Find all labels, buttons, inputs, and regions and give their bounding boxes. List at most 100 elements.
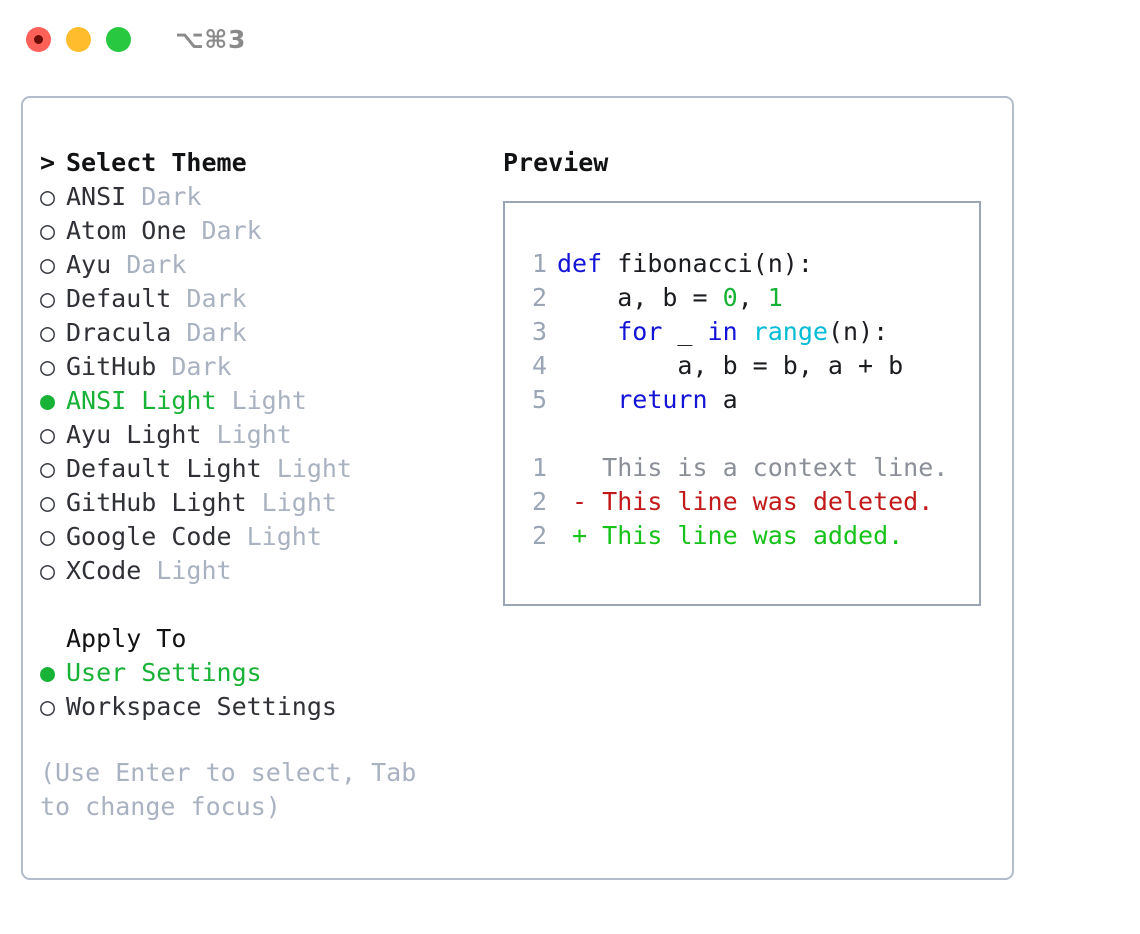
apply-to-option[interactable]: ○ Workspace Settings [40,690,489,724]
theme-variant-label: Dark [111,250,187,279]
diff-marker: + [557,521,588,550]
theme-list-item[interactable]: ○Default Dark [40,282,489,316]
maximize-button-icon[interactable] [106,26,131,52]
theme-variant-label: Light [201,420,292,449]
close-button-icon[interactable] [26,26,51,52]
radio-empty-icon[interactable]: ○ [40,182,56,211]
radio-empty-icon[interactable]: ○ [40,216,56,245]
code-token: a [707,385,738,414]
theme-variant-label: Light [216,386,307,415]
theme-list-item[interactable]: ○XCode Light [40,554,489,588]
code-token: def [557,249,618,278]
theme-name: Default [66,284,172,313]
line-number: 2 [531,487,547,516]
theme-variant-label: Light [141,556,232,585]
theme-variant-label: Light [246,488,337,517]
theme-list-item[interactable]: ○ GitHub Dark [40,350,489,384]
code-token: 1 [767,283,783,312]
apply-to-option-label: Workspace Settings [66,692,337,721]
theme-list-item[interactable]: ○Default Light Light [40,452,489,486]
theme-list-item[interactable]: ○Ayu Dark [40,248,489,282]
code-token: , [737,283,768,312]
code-token [557,385,617,414]
code-token: in [707,317,738,346]
radio-selected-icon[interactable]: ● [40,386,56,415]
theme-variant-label: Dark [171,318,247,347]
radio-empty-icon[interactable]: ○ [40,692,56,721]
diff-marker: - [557,487,588,516]
preview-title: Preview [503,148,609,177]
diff-line: 2 + This line was added. [523,519,979,553]
theme-name: ANSI Light [66,386,217,415]
page-title: Select Theme [66,148,247,177]
radio-empty-icon[interactable]: ○ [40,250,56,279]
theme-list-item[interactable]: ○ Ayu Light Light [40,418,489,452]
radio-empty-icon[interactable]: ○ [40,522,56,551]
theme-name: GitHub [66,352,157,381]
main-panel: >Select Theme ○ANSI Dark○Atom One Dark○A… [21,96,1014,880]
code-line: 3 for _ in range(n): [523,315,979,349]
theme-picker-header: > Select Theme [40,146,489,180]
apply-to-list: ● User Settings ○ Workspace Settings [40,656,489,724]
theme-variant-label: Dark [186,216,262,245]
radio-selected-icon[interactable]: ● [40,658,56,687]
code-token [557,317,617,346]
radio-empty-icon[interactable]: ○ [40,420,56,449]
theme-variant-label: Dark [126,182,202,211]
radio-empty-icon[interactable]: ○ [40,488,56,517]
theme-name: Atom One [66,216,187,245]
apply-to-option[interactable]: ● User Settings [40,656,489,690]
line-number: 3 [531,317,547,346]
line-number: 5 [531,385,547,414]
theme-list-item[interactable]: ○ Atom One Dark [40,214,489,248]
list-gap [40,588,489,622]
theme-variant-label: Dark [156,352,232,381]
radio-empty-icon[interactable]: ○ [40,556,56,585]
code-token: range [752,317,828,346]
code-line: 2 a, b = 0, 1 [523,281,979,315]
radio-empty-icon[interactable]: ○ [40,318,56,347]
apply-to-label: Apply To [66,624,187,653]
theme-variant-label: Light [261,454,352,483]
line-number: 4 [531,351,547,380]
radio-empty-icon[interactable]: ○ [40,454,56,483]
radio-empty-icon[interactable]: ○ [40,284,56,313]
code-diff-gap [523,417,979,451]
code-line: 5 return a [523,383,979,417]
theme-list-item[interactable]: ○ GitHub Light Light [40,486,489,520]
diff-marker [557,453,587,482]
theme-name: GitHub Light [66,488,247,517]
code-line: 4 a, b = b, a + b [523,349,979,383]
diff-text: This line was deleted. [587,487,934,516]
minimize-button-icon[interactable] [66,26,91,52]
apply-to-option-label: User Settings [66,658,262,687]
code-token: 0 [722,283,738,312]
diff-line: 2 - This line was deleted. [523,485,979,519]
code-token: return [617,385,708,414]
diff-line: 1 This is a context line. [523,451,979,485]
diff-text: This is a context line. [587,453,949,482]
recording-indicator-icon [34,34,43,44]
code-token: (n): [827,317,889,346]
diff-sample: 1 This is a context line.2 - This line w… [523,451,979,553]
theme-name: Ayu Light [66,420,202,449]
theme-list: ○ANSI Dark○Atom One Dark○Ayu Dark○Defaul… [40,180,489,588]
caret-icon: > [40,148,56,177]
theme-list-item[interactable]: ○Google Code Light [40,520,489,554]
code-token: for [617,317,663,346]
keyboard-shortcut-label: ⌥⌘3 [175,24,246,54]
theme-name: Dracula [66,318,172,347]
theme-list-item[interactable]: ○ Dracula Dark [40,316,489,350]
diff-text: This line was added. [587,521,904,550]
title-bar: ⌥⌘3 [0,0,1140,78]
radio-empty-icon[interactable]: ○ [40,352,56,381]
theme-list-item[interactable]: ● ANSI Light Light [40,384,489,418]
theme-list-item[interactable]: ○ANSI Dark [40,180,489,214]
line-number: 1 [531,249,547,278]
theme-picker-column: >Select Theme ○ANSI Dark○Atom One Dark○A… [23,98,489,878]
line-number: 1 [531,453,547,482]
